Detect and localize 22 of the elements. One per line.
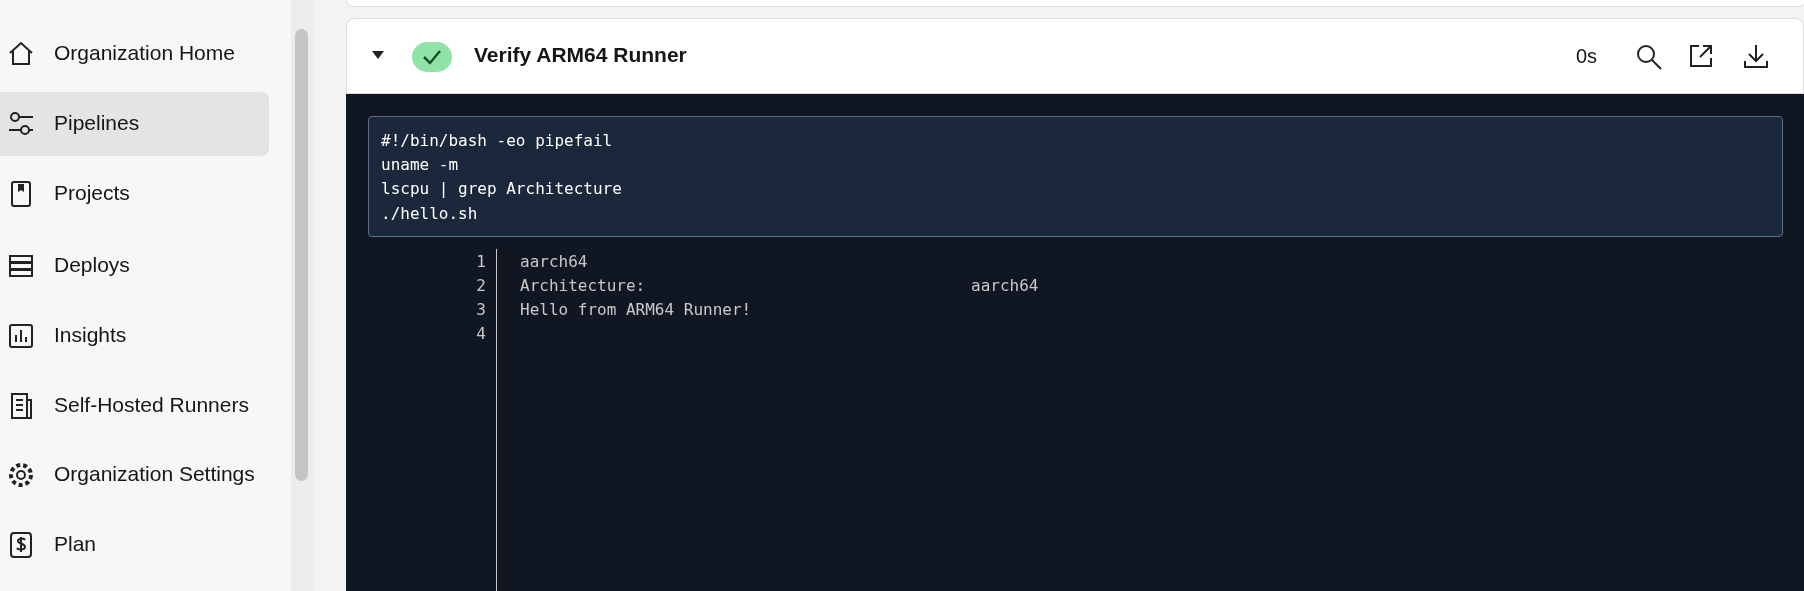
line-number: 1 (475, 252, 486, 271)
command-line: #!/bin/bash -eo pipefail (381, 131, 613, 150)
nav-link: Deploys (54, 253, 130, 277)
line-number: 3 (475, 300, 486, 319)
command-line: lscpu | grep Architecture (381, 179, 622, 198)
output-text: aarch64 (520, 252, 588, 271)
nav-link: Plan (54, 532, 97, 556)
command-line: uname -m (381, 155, 459, 174)
command-line: ./hello.sh (381, 204, 478, 223)
nav-link: Pipelines (54, 111, 140, 135)
nav-link: Self-Hosted Runners (54, 393, 249, 417)
job-title: Verify ARM64 Runner (474, 43, 687, 67)
nav-link: Projects (54, 181, 130, 205)
output-text: Architecture: (520, 276, 646, 295)
line-number: 2 (475, 276, 486, 295)
nav-link: Organization Home (54, 41, 235, 65)
nav-link: Organization Settings (54, 462, 255, 486)
nav-link: Insights (54, 323, 127, 347)
output-text: Hello from ARM64 Runner! (520, 300, 752, 319)
duration-text: 0s (1576, 45, 1598, 68)
line-number: 4 (475, 324, 486, 343)
output-text: aarch64 (971, 276, 1039, 295)
